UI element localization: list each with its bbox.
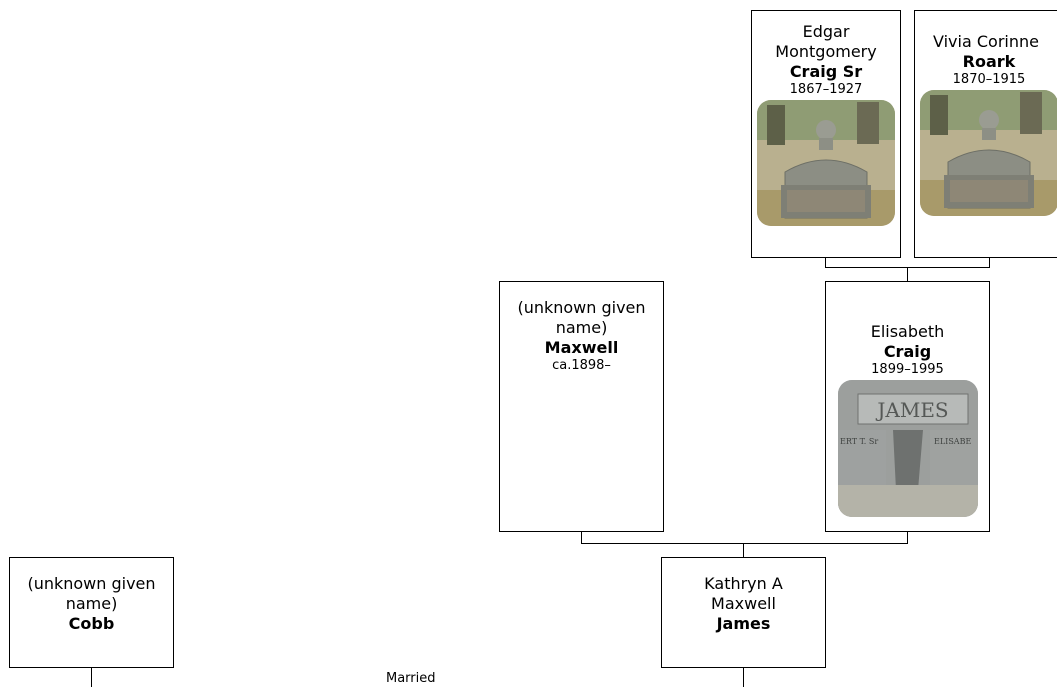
person-surname: Cobb	[68, 614, 115, 633]
person-surname: Craig Sr	[789, 62, 863, 81]
person-card-maxwell[interactable]: (unknown given name) Maxwell ca.1898–	[499, 281, 664, 532]
person-surname: Maxwell	[544, 338, 619, 357]
person-dates: ca.1898–	[552, 358, 611, 373]
person-dates: 1899–1995	[871, 362, 944, 377]
connector-line	[581, 543, 908, 544]
person-surname: Roark	[962, 52, 1016, 71]
married-label: Married	[386, 671, 436, 686]
person-given-name: (unknown given name)	[517, 298, 646, 337]
person-surname: James	[716, 614, 771, 633]
person-given-name: Vivia Corinne	[933, 32, 1039, 51]
person-card-vivia[interactable]: Vivia Corinne Roark 1870–1915	[914, 10, 1057, 258]
person-card-cobb[interactable]: (unknown given name) Cobb	[9, 557, 174, 668]
person-dates: 1867–1927	[789, 82, 863, 97]
headstone-photo	[757, 100, 895, 226]
person-given-name: Kathryn A Maxwell	[704, 574, 783, 613]
person-surname: Craig	[883, 342, 932, 361]
connector-line	[989, 257, 990, 268]
connector-line	[907, 531, 908, 544]
person-given-name: Edgar Montgomery	[775, 22, 877, 61]
person-dates: 1870–1915	[952, 72, 1026, 87]
person-card-edgar[interactable]: Edgar Montgomery Craig Sr 1867–1927	[751, 10, 901, 258]
connector-line	[825, 257, 826, 268]
headstone-inscription-left: ERT T. Sr	[840, 437, 878, 446]
headstone-inscription-right: ELISABE	[934, 437, 971, 446]
connector-line	[91, 667, 92, 687]
person-card-kathryn[interactable]: Kathryn A Maxwell James	[661, 557, 826, 668]
connector-line	[907, 267, 908, 281]
headstone-inscription-name: JAMES	[875, 398, 948, 422]
person-given-name: (unknown given name)	[27, 574, 156, 613]
connector-line	[743, 667, 744, 687]
connector-line	[581, 531, 582, 544]
person-given-name: Elisabeth	[870, 322, 945, 341]
headstone-photo: JAMES ERT T. Sr ELISABE	[837, 380, 978, 517]
person-card-elisabeth[interactable]: Elisabeth Craig 1899–1995 JAMES ERT T. S…	[825, 281, 990, 532]
connector-line	[743, 543, 744, 557]
headstone-photo	[920, 90, 1057, 216]
